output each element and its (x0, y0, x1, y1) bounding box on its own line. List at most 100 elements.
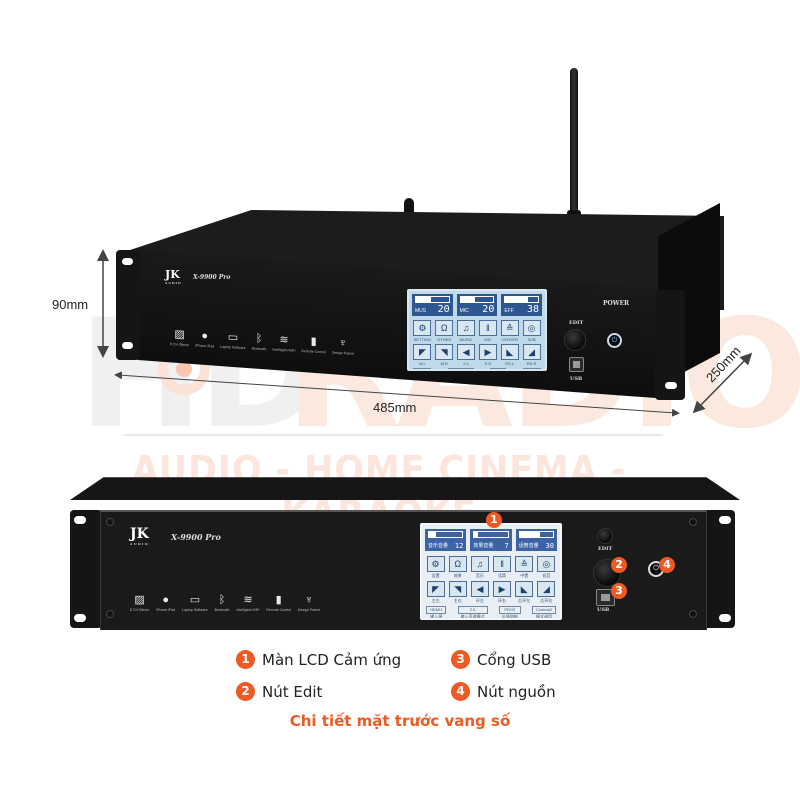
lcd-mr-button[interactable]: ◥M.R (435, 344, 454, 366)
feature-remote: ▮Remote Control (266, 594, 291, 612)
screw (106, 518, 114, 526)
callout-badge-4: 4 (659, 557, 675, 573)
rack-hole (719, 516, 731, 524)
feature-wifi: ≋Intelligent WiFi (236, 594, 259, 612)
lcd-mode-button[interactable]: KTVMODE (522, 368, 541, 369)
meter-music[interactable]: MUS 20 (412, 294, 453, 316)
feature-icons: ▨8 CH Stereo ●iPhone iPad ▭Laptop Softwa… (130, 594, 320, 612)
music-note-icon: ♫ (457, 320, 476, 336)
usb-label: USB (597, 607, 610, 613)
lcd-rsr-button[interactable]: ◢RS.R (522, 344, 541, 366)
legend-item-3: 3 Cổng USB (451, 650, 551, 669)
microphone-icon: ǁ (493, 556, 512, 572)
feature-iphone: ●iPhone iPad (156, 594, 175, 612)
lcd-music-button[interactable]: ♫MUSIC (457, 320, 476, 342)
gear-icon: ⚙ (426, 556, 445, 572)
lcd-btn-value: HDMI1 (426, 606, 447, 614)
screw (106, 610, 114, 618)
speaker-right-icon: ◥ (435, 344, 454, 360)
lcd-icon-label: OTHER (437, 337, 452, 342)
meter-music[interactable]: 音乐音量 12 (425, 529, 467, 551)
lcd-icon-label: 主右 (453, 598, 462, 603)
lcd-mr-button[interactable]: ◥主右 (448, 581, 467, 604)
rack-hole (74, 614, 86, 622)
meter-key: MUS (415, 308, 427, 314)
lcd-btn-value: Cinema2 (531, 606, 556, 614)
feature-laptop: ▭Laptop Software (182, 594, 208, 612)
lcd-icon-label: S.R (484, 361, 492, 366)
rear-left-icon: ◣ (500, 344, 519, 360)
lcd-icon-label: 效果 (453, 573, 462, 578)
lcd-music-button[interactable]: ♫音乐 (470, 556, 489, 579)
lcd-btn-label: 反馈抑制 (501, 614, 518, 619)
subwoofer-icon: ◎ (522, 320, 541, 336)
lcd-sr-button[interactable]: ▶环右 (492, 581, 512, 604)
rack-ear-right (703, 510, 735, 628)
lcd-icon-label: 音乐 (475, 573, 484, 578)
speaker-left-icon: ◤ (426, 581, 445, 597)
power-button[interactable]: ⏻ (607, 333, 622, 348)
meter-value: 20 (482, 304, 495, 315)
edit-button[interactable] (597, 528, 613, 544)
lcd-sub-button[interactable]: ◎SUB (522, 320, 541, 342)
lcd-center-button[interactable]: ≙中置 (515, 556, 534, 579)
lcd-sub-button[interactable]: ◎低音 (537, 556, 556, 579)
lcd-rsl-button[interactable]: ◣后环左 (515, 581, 534, 604)
lcd-rsr-button[interactable]: ◢后环右 (537, 581, 556, 604)
lcd-ml-button[interactable]: ◤主左 (426, 581, 445, 604)
meter-value: 20 (437, 304, 450, 315)
lcd-sl-button[interactable]: ◀S.L (457, 344, 476, 366)
lcd-input-button[interactable]: FIOINPUT (413, 368, 431, 369)
lcd-btn-value: KTV (522, 368, 541, 369)
lcd-rsl-button[interactable]: ◣RS.L (500, 344, 519, 366)
feature-design: ♆Design Patent (298, 594, 320, 612)
lcd-icon-label: 后环右 (540, 598, 553, 603)
lcd-center-button[interactable]: ≙CENTER (500, 320, 519, 342)
meter-value: 12 (454, 542, 464, 550)
legend-item-4: 4 Nút nguồn (451, 682, 556, 701)
lcd-btn-label: 输入源 (430, 614, 443, 619)
number-badge: 3 (451, 650, 470, 669)
meter-key: EFF (504, 308, 514, 314)
edit-label: EDIT (598, 546, 613, 552)
feature-label: Bluetooth (214, 608, 230, 612)
feature-label: 8 CH Stereo (130, 608, 150, 612)
edit-knob[interactable] (564, 329, 586, 351)
lcd-icon-label: 环右 (498, 598, 507, 603)
antenna (570, 68, 578, 228)
speaker-left-icon: ◤ (413, 344, 432, 360)
lcd-icon-label: S.L (463, 361, 470, 366)
callout-badge-2: 2 (611, 557, 627, 573)
lcd-sr-button[interactable]: ▶S.R (478, 344, 498, 366)
rear-left-icon: ◣ (515, 581, 534, 597)
lcd-sl-button[interactable]: ◀环左 (470, 581, 489, 604)
lcd-edu-button[interactable]: PostEDU (490, 368, 507, 369)
lcd-setting-button[interactable]: ⚙SETTING (413, 320, 432, 342)
lcd-icon-label: 中置 (520, 573, 529, 578)
lcd-icon-label: M.L (419, 361, 426, 366)
lcd-setting-button[interactable]: ⚙设置 (426, 556, 445, 579)
meter-key: 音乐音量 (428, 543, 449, 549)
feature-label: Design Patent (297, 608, 320, 612)
lcd-bluetooth-button[interactable]: StreamingBluetooth (447, 368, 474, 369)
lcd-ml-button[interactable]: ◤M.L (413, 344, 432, 366)
lcd-btn-value: FIO (413, 368, 431, 369)
meter-value: 7 (504, 542, 509, 550)
